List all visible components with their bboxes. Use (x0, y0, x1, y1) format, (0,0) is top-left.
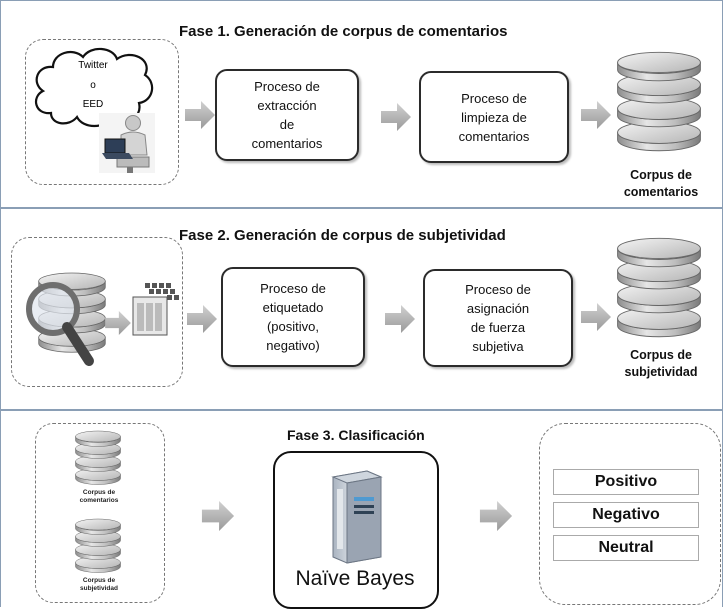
source-label-twitter: Twitter (78, 60, 108, 71)
result-negativo: Negativo (553, 502, 699, 528)
process-tagging-label: Proceso de etiquetado (positivo, negativ… (260, 281, 326, 353)
database-icon (73, 429, 123, 487)
server-icon (331, 470, 383, 564)
phase-1-panel: Fase 1. Generación de corpus de comentar… (0, 0, 723, 208)
process-cleaning-label: Proceso de limpieza de comentarios (458, 90, 530, 144)
classifier-label: Naïve Bayes (295, 567, 415, 590)
database-icon (613, 233, 705, 343)
result-neutral: Neutral (553, 535, 699, 561)
arrow-right-icon (187, 305, 217, 333)
arrow-right-icon (479, 501, 513, 531)
arrow-right-icon (185, 101, 215, 129)
database-icon (613, 47, 705, 157)
arrow-right-icon (381, 103, 411, 131)
phase-3-title: Fase 3. Clasificación (287, 427, 425, 443)
source-label-or: o (90, 80, 96, 91)
process-extraction-box: Proceso de extracción de comentarios (215, 69, 359, 161)
arrow-right-icon (581, 303, 611, 331)
corpus-subjetividad-label: Corpus de subjetividad (624, 348, 698, 379)
phase-2-title: Fase 2. Generación de corpus de subjetiv… (179, 227, 506, 244)
source-label-eed: EED (82, 99, 104, 110)
input-corpus-comentarios-label: Corpus de comentarios (79, 489, 119, 504)
arrow-right-icon (105, 311, 131, 335)
database-icon (73, 517, 123, 575)
cloud-icon (34, 47, 154, 128)
process-strength-box: Proceso de asignación de fuerza subjetiv… (423, 269, 573, 367)
arrow-right-icon (201, 501, 235, 531)
arrow-right-icon (581, 101, 611, 129)
grid-icon (132, 283, 179, 336)
process-tagging-box: Proceso de etiquetado (positivo, negativ… (221, 267, 365, 367)
corpus-comentarios-label: Corpus de comentarios (623, 168, 699, 199)
input-corpus-subjetividad-label: Corpus de subjetividad (80, 577, 118, 592)
user-laptop-icon (99, 113, 155, 173)
magnifier-db-icon (26, 272, 106, 366)
process-extraction-label: Proceso de extracción de comentarios (251, 79, 323, 151)
phase-1-title: Fase 1. Generación de corpus de comentar… (179, 23, 508, 40)
arrow-right-icon (385, 305, 415, 333)
process-strength-label: Proceso de asignación de fuerza subjetiv… (465, 282, 531, 354)
phase-2-panel: Fase 2. Generación de corpus de subjetiv… (0, 208, 723, 410)
result-positivo: Positivo (553, 469, 699, 495)
process-cleaning-box: Proceso de limpieza de comentarios (419, 71, 569, 163)
phase-3-panel: Fase 3. Clasificación Corpus de comentar… (0, 410, 723, 609)
